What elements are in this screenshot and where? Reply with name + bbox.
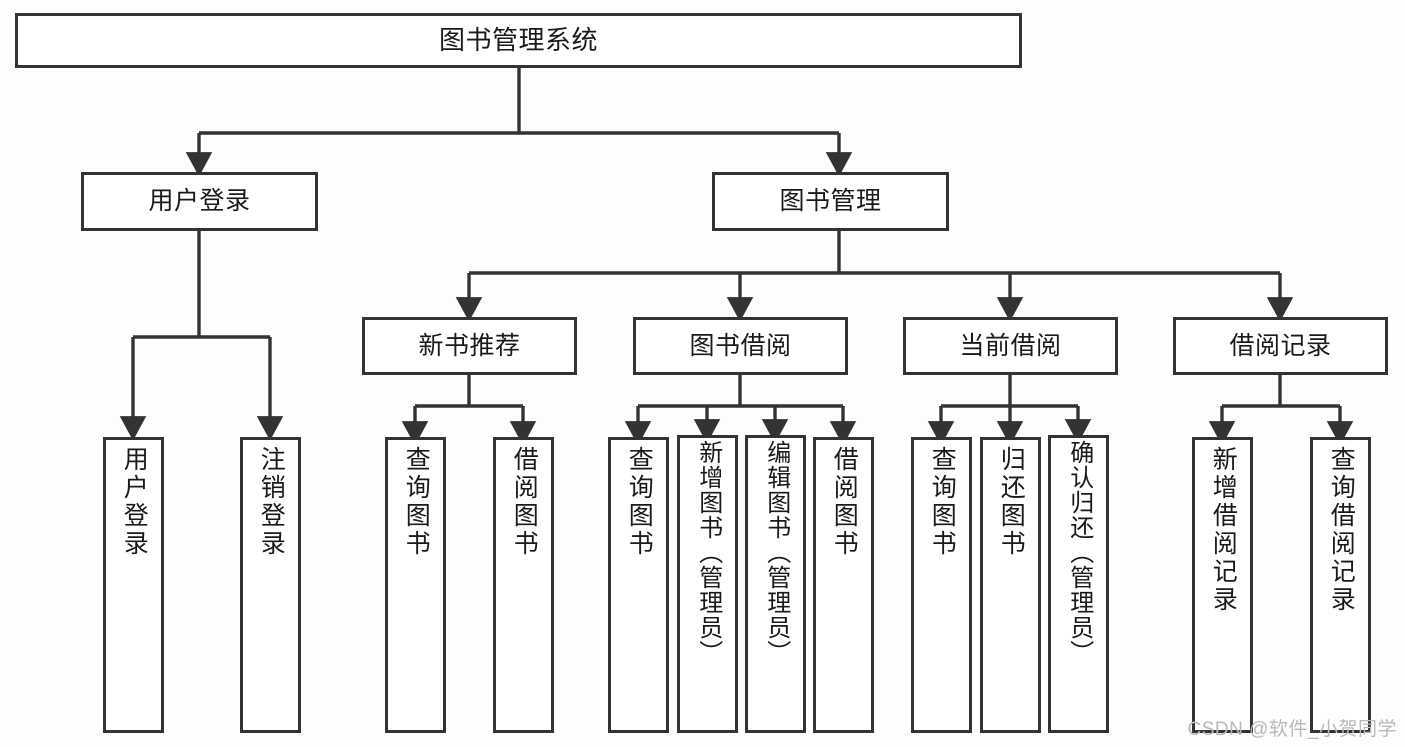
- node-borrow-record[interactable]: 借阅记录: [1173, 317, 1388, 375]
- leaf-add-book-admin[interactable]: 新增图书（管理员）: [677, 435, 738, 733]
- watermark-text: CSDN @软件_小贺同学: [1187, 719, 1397, 740]
- node-root-book-management-system[interactable]: 图书管理系统: [15, 13, 1022, 68]
- leaf-edit-book-admin[interactable]: 编辑图书（管理员）: [745, 435, 806, 733]
- node-label: 图书管理系统: [438, 24, 598, 55]
- leaf-query-book-recommend[interactable]: 查询图书: [385, 437, 446, 733]
- node-user-login[interactable]: 用户登录: [81, 172, 318, 231]
- leaf-query-book-borrow[interactable]: 查询图书: [608, 437, 669, 733]
- node-label: 图书借阅: [689, 331, 792, 360]
- node-label: 查询图书: [928, 446, 957, 558]
- leaf-logout-login[interactable]: 注销登录: [240, 437, 301, 733]
- leaf-confirm-return-admin[interactable]: 确认归还（管理员）: [1048, 435, 1109, 733]
- node-book-management[interactable]: 图书管理: [712, 172, 949, 231]
- leaf-borrow-book[interactable]: 借阅图书: [813, 437, 874, 733]
- node-label: 查询图书: [625, 446, 654, 558]
- node-label: 新书推荐: [418, 331, 521, 360]
- node-label: 新增图书（管理员）: [694, 440, 722, 665]
- node-book-borrow[interactable]: 图书借阅: [633, 317, 848, 375]
- node-label: 查询图书: [402, 446, 431, 558]
- node-label: 借阅图书: [510, 446, 539, 558]
- node-label: 查询借阅记录: [1327, 446, 1356, 614]
- node-label: 用户登录: [120, 446, 149, 558]
- node-label: 当前借阅: [959, 331, 1062, 360]
- leaf-query-borrow-record[interactable]: 查询借阅记录: [1310, 437, 1371, 733]
- leaf-query-book-current[interactable]: 查询图书: [911, 437, 972, 733]
- node-current-borrow[interactable]: 当前借阅: [903, 317, 1118, 375]
- node-label: 新增借阅记录: [1209, 446, 1238, 614]
- node-label: 图书管理: [779, 187, 882, 216]
- node-new-book-recommend[interactable]: 新书推荐: [362, 317, 577, 375]
- node-label: 用户登录: [148, 187, 251, 216]
- node-label: 确认归还（管理员）: [1065, 440, 1093, 665]
- node-label: 借阅记录: [1229, 331, 1332, 360]
- leaf-return-book[interactable]: 归还图书: [980, 437, 1041, 733]
- leaf-add-borrow-record[interactable]: 新增借阅记录: [1192, 437, 1253, 733]
- leaf-borrow-book-recommend[interactable]: 借阅图书: [493, 437, 554, 733]
- node-label: 借阅图书: [830, 446, 859, 558]
- leaf-user-login[interactable]: 用户登录: [103, 437, 164, 733]
- node-label: 编辑图书（管理员）: [762, 440, 790, 665]
- node-label: 注销登录: [257, 446, 286, 558]
- node-label: 归还图书: [997, 446, 1026, 558]
